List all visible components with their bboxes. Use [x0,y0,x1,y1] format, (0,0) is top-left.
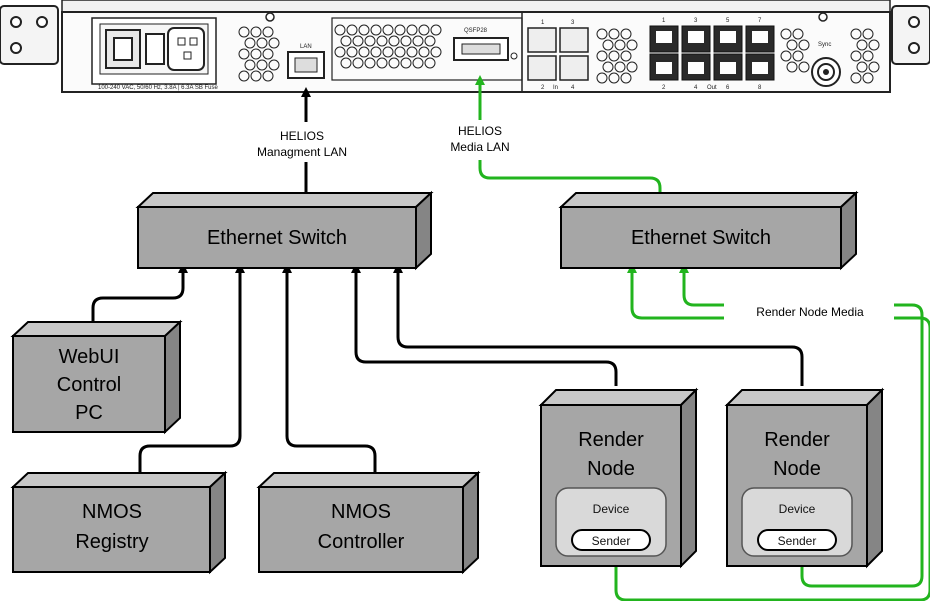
render-node-1: Render Node Device Sender [538,387,699,569]
sfp-in-port-2 [527,55,557,81]
registry-link [138,263,245,473]
render-node-1-sender-label: Sender [592,534,631,548]
mgmt-ethernet-switch: Ethernet Switch [135,190,434,271]
vent-holes-4 [780,28,880,84]
out-num-4: 4 [694,85,698,91]
iec-pin [177,37,186,46]
sfp-num-4: 4 [571,85,575,91]
nmos-controller: NMOS Controller [256,470,481,575]
out-port-sockets [656,31,768,74]
qsfp-port-socket [461,43,501,55]
lan-port-label: LAN [300,44,312,50]
render-node-2-sender [757,529,837,551]
out-num-6: 6 [726,85,730,91]
helios-rack-panel: 100-240 VAC, 50/60 Hz, 3.8A | 6.3A SB Fu… [0,0,930,93]
power-switch-rocker [113,37,133,61]
out-label: Out [707,85,717,91]
render-node-2-label-1: Render [764,429,830,451]
webui-link [91,263,188,322]
out-num-1: 1 [662,18,666,24]
render-node-2-label-2: Node [773,458,821,480]
rack-screw-icon [10,16,22,28]
render-node-2: Render Node Device Sender [724,387,885,569]
render-node-1-label-2: Node [587,458,635,480]
webui-label-2: Control [57,374,121,396]
in-label: In [553,85,558,91]
media-lan-link [478,160,662,195]
iec-pin [189,37,198,46]
out-ports [649,25,775,81]
webui-label-3: PC [75,402,103,424]
controller-link [282,263,377,473]
render-node-1-device-label: Device [593,502,630,516]
rack-screw-icon [36,16,48,28]
render-node-media-label: Render Node Media [756,305,864,319]
rack-ear-right [891,5,930,65]
sfp-in-port-3 [559,27,589,53]
iec-inlet-icon [167,27,205,71]
power-spec-text: 100-240 VAC, 50/60 Hz, 3.8A | 6.3A SB Fu… [98,85,219,91]
out-num-3: 3 [694,18,698,24]
render-node-2-mgmt-link [393,263,804,386]
registry-label-2: Registry [75,531,148,553]
mgmt-switch-label: Ethernet Switch [207,227,347,249]
chassis-top-rail [61,0,891,13]
media-switch-label: Ethernet Switch [631,227,771,249]
render-node-2-device-label: Device [779,502,816,516]
media-lan-label-1: HELIOS [458,124,502,138]
qsfp-label: QSFP28 [464,28,488,34]
render-node-1-sender [571,529,651,551]
media-ethernet-switch: Ethernet Switch [558,190,859,271]
media-lan-label-2: Media LAN [450,140,509,154]
rack-screw-icon [510,52,518,60]
out-num-8: 8 [758,85,762,91]
render-media-link-2 [679,263,724,307]
vent-holes-3 [596,28,638,84]
sync-label: Sync [818,42,831,48]
webui-label-1: WebUI [59,346,120,368]
sfp-num-2: 2 [541,85,545,91]
render-media-link-node-1 [614,316,930,601]
vent-holes-1 [238,26,280,82]
fuse-holder-icon [145,33,165,65]
nmos-registry: NMOS Registry [10,470,228,575]
sfp-num-1: 1 [541,20,545,26]
mgmt-lan-label-2: Managment LAN [257,145,347,159]
controller-label-2: Controller [318,531,405,553]
render-media-link-node-2 [800,303,924,588]
sfp-in-port-4 [559,55,589,81]
render-node-1-mgmt-link [351,263,618,386]
sync-connector-pin [823,69,829,75]
registry-label-1: NMOS [82,501,142,523]
out-num-7: 7 [758,18,762,24]
out-num-2: 2 [662,85,666,91]
sfp-num-3: 3 [571,20,575,26]
iec-pin [183,51,192,60]
rack-screw-icon [908,42,920,54]
rack-screw-icon [908,16,920,28]
webui-control-pc: WebUI Control PC [10,319,183,435]
rack-ear-left [0,5,59,65]
sfp-in-port-1 [527,27,557,53]
rack-screw-icon [818,12,828,22]
render-media-link-1 [627,263,724,320]
render-node-2-sender-label: Sender [778,534,817,548]
vent-holes-2 [334,24,442,69]
out-num-5: 5 [726,18,730,24]
lan-port-socket [294,57,318,73]
controller-label-1: NMOS [331,501,391,523]
rack-screw-icon [10,42,22,54]
rack-screw-icon [265,12,275,22]
mgmt-lan-label-1: HELIOS [280,129,324,143]
render-node-1-label-1: Render [578,429,644,451]
